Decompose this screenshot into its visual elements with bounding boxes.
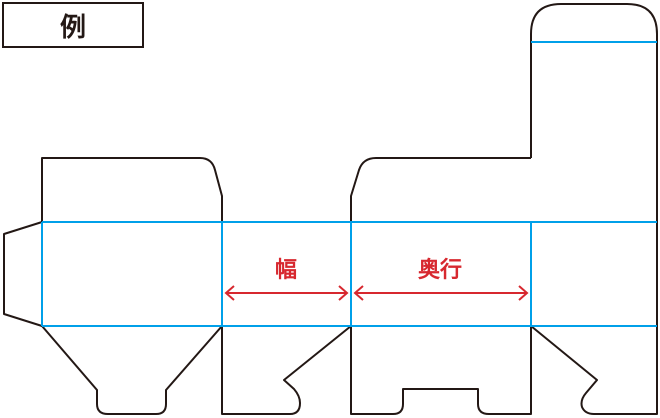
depth-dimension-arrow: [353, 285, 529, 301]
glue-tab: [3, 221, 43, 327]
bottom-flap-2: [221, 325, 352, 415]
width-dimension-arrow: [224, 285, 349, 301]
cut-lines: [3, 3, 658, 415]
example-label-box: 例: [2, 2, 144, 48]
bottom-flap-3: [350, 326, 532, 415]
bottom-flap-4: [530, 325, 658, 415]
top-flap-1: [41, 157, 223, 222]
top-flap-3: [350, 157, 531, 222]
bottom-flap-1: [41, 325, 223, 415]
dimension-arrows: [224, 285, 529, 301]
width-label: 幅: [275, 258, 297, 283]
lid-panel: [530, 3, 658, 326]
fold-lines: [41, 41, 657, 327]
depth-label: 奥行: [418, 257, 462, 283]
example-label: 例: [59, 12, 86, 43]
